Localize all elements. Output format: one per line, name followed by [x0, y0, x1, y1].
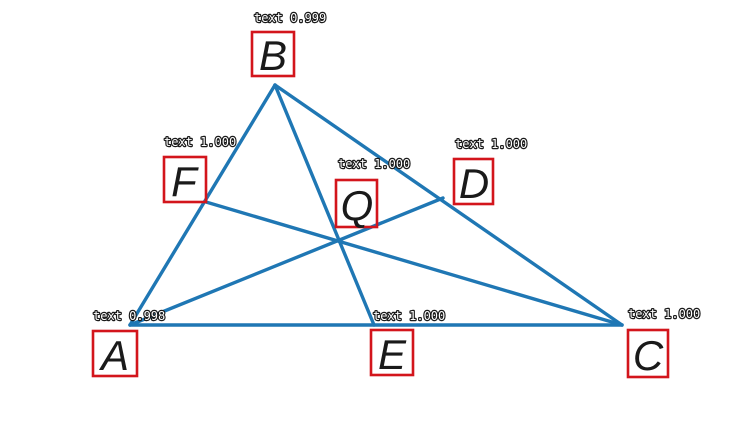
detection-box-c	[626, 328, 670, 379]
point-q-group: Q text 1.000	[334, 156, 411, 229]
vertex-f-label: F	[171, 158, 199, 205]
detection-score-f: text 1.000	[164, 135, 236, 149]
detection-box-b	[250, 30, 296, 78]
point-q-label: Q	[341, 182, 374, 229]
detection-box-d	[452, 157, 495, 206]
segment-be	[273, 83, 376, 327]
detection-box-q	[334, 178, 379, 229]
vertex-b-group: B text 0.999	[250, 10, 327, 79]
vertex-e-label: E	[378, 331, 407, 378]
detection-score-c: text 1.000	[628, 307, 700, 321]
detection-score-q: text 1.000	[338, 157, 410, 171]
vertex-a-label: A	[98, 332, 129, 379]
detection-box-a	[91, 329, 139, 378]
segment-layer	[128, 83, 624, 327]
vertex-a-group: A text 0.998	[91, 308, 166, 379]
segment-ab	[128, 83, 277, 327]
detection-box-f	[162, 155, 208, 204]
detection-box-e	[369, 328, 415, 377]
detection-score-e: text 1.000	[373, 309, 445, 323]
vertex-d-group: D text 1.000	[452, 136, 528, 207]
detection-score-d: text 1.000	[455, 137, 527, 151]
detection-score-a: text 0.998	[93, 309, 165, 323]
vertex-c-group: C text 1.000	[626, 306, 701, 379]
segment-cf	[204, 200, 624, 327]
vertex-f-group: F text 1.000	[162, 134, 237, 205]
vertex-e-group: E text 1.000	[369, 308, 446, 378]
vertex-d-label: D	[459, 160, 489, 207]
vertex-b-label: B	[259, 32, 287, 79]
segment-ad	[128, 196, 445, 327]
vertex-c-label: C	[633, 332, 664, 379]
detection-score-b: text 0.999	[254, 11, 326, 25]
segment-bc	[273, 83, 624, 327]
